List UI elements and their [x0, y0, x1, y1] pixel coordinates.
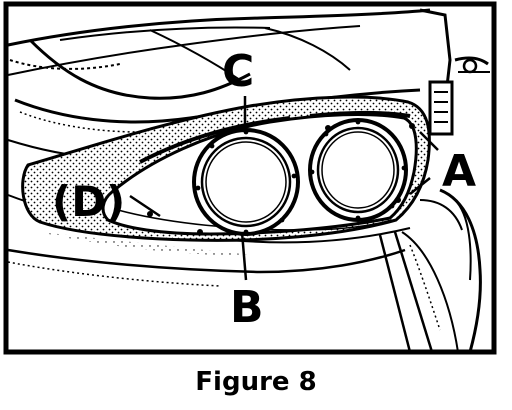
callout-d: (D)	[52, 177, 125, 226]
left-speaker-opening	[192, 128, 300, 236]
right-speaker-opening	[308, 118, 408, 222]
callout-a: A	[442, 146, 476, 197]
speaker-panel-drawing: C B A (D)	[3, 1, 497, 355]
callout-b: B	[230, 282, 264, 333]
speaker-mounting-panel	[21, 95, 431, 242]
figure-illustration: C B A (D)	[3, 1, 497, 355]
callout-c: C	[222, 46, 254, 97]
figure-caption: Figure 8	[195, 367, 317, 397]
side-bracket	[419, 8, 490, 136]
leader-lines	[129, 96, 439, 281]
